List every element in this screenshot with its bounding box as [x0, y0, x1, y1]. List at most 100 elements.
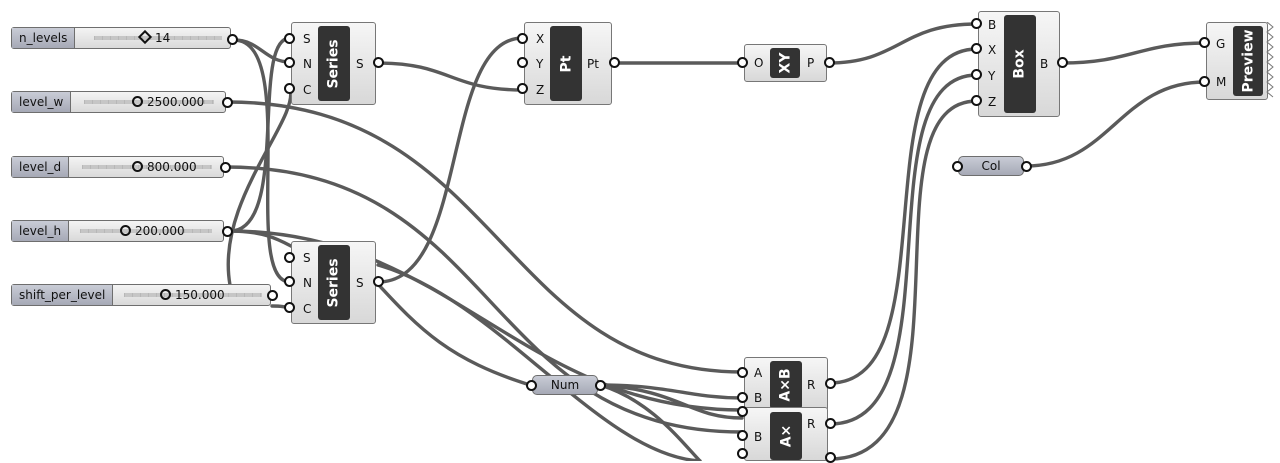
output-grip[interactable]: [1057, 57, 1068, 68]
output-grip[interactable]: [220, 162, 231, 173]
input-port-n[interactable]: N: [303, 276, 312, 290]
input-port-c[interactable]: C: [303, 302, 312, 316]
pt-component[interactable]: Pt X Y Z Pt: [524, 22, 612, 105]
input-grip[interactable]: [284, 276, 295, 287]
component-core[interactable]: Pt: [550, 26, 582, 101]
input-grip[interactable]: [737, 430, 748, 441]
component-core[interactable]: A×: [770, 412, 802, 460]
slider-shift-per-level[interactable]: shift_per_level 150.000: [11, 284, 271, 306]
input-grip[interactable]: [971, 69, 982, 80]
slider-level-h[interactable]: level_h 200.000: [11, 220, 224, 242]
output-grip[interactable]: [609, 57, 620, 68]
slider-knob-icon[interactable]: [132, 161, 143, 172]
input-port-b[interactable]: B: [988, 18, 997, 32]
input-port-z[interactable]: Z: [988, 95, 997, 109]
preview-component[interactable]: Preview G M: [1206, 22, 1268, 100]
input-grip[interactable]: [517, 33, 528, 44]
series-component-bottom[interactable]: Series S N C S: [291, 241, 376, 324]
input-grip[interactable]: [284, 83, 295, 94]
series-component-top[interactable]: Series S N C S: [291, 22, 376, 105]
input-grip[interactable]: [737, 448, 748, 459]
component-core[interactable]: Preview: [1233, 26, 1263, 96]
output-grip[interactable]: [227, 34, 238, 45]
input-grip[interactable]: [971, 95, 982, 106]
slider-level-d[interactable]: level_d 800.000: [11, 156, 224, 178]
input-grip[interactable]: [284, 252, 295, 263]
input-port-y[interactable]: Y: [536, 57, 544, 71]
input-grip[interactable]: [737, 367, 748, 378]
slider-track[interactable]: [80, 229, 212, 233]
output-grip[interactable]: [222, 97, 233, 108]
multiply-component-2[interactable]: A× B R: [744, 407, 828, 461]
slider-knob-icon[interactable]: [132, 96, 143, 107]
input-grip[interactable]: [737, 392, 748, 403]
output-port-s[interactable]: S: [356, 276, 364, 290]
input-port-x[interactable]: X: [536, 32, 545, 46]
input-grip[interactable]: [971, 18, 982, 29]
slider-diamond-icon[interactable]: [137, 29, 153, 45]
slider-knob-icon[interactable]: [160, 289, 171, 300]
slider-knob-icon[interactable]: [120, 225, 131, 236]
input-port-b[interactable]: B: [754, 430, 763, 444]
component-core[interactable]: Series: [318, 26, 350, 101]
input-grip[interactable]: [284, 33, 295, 44]
input-port-s[interactable]: S: [303, 32, 311, 46]
input-grip[interactable]: [517, 83, 528, 94]
num-param[interactable]: Num: [532, 375, 598, 395]
slider-track[interactable]: [84, 100, 214, 104]
slider-value: 2500.000: [132, 92, 204, 112]
output-grip[interactable]: [222, 226, 233, 237]
input-grip[interactable]: [1199, 76, 1210, 87]
input-port-c[interactable]: C: [303, 83, 312, 97]
output-grip[interactable]: [595, 380, 606, 391]
slider-n-levels[interactable]: n_levels 14: [11, 27, 231, 49]
input-grip[interactable]: [971, 43, 982, 54]
output-grip[interactable]: [825, 378, 836, 389]
slider-track[interactable]: [124, 293, 262, 297]
input-port-x[interactable]: X: [988, 43, 997, 57]
input-port-a[interactable]: A: [754, 366, 763, 380]
output-grip[interactable]: [373, 57, 384, 68]
component-core[interactable]: Series: [318, 245, 350, 320]
output-port-p[interactable]: P: [807, 56, 815, 70]
output-port-r[interactable]: R: [807, 378, 816, 392]
input-grip[interactable]: [1199, 37, 1210, 48]
input-grip[interactable]: [952, 161, 963, 172]
wire: [374, 280, 532, 387]
slider-track[interactable]: [94, 36, 222, 40]
multiply-component-1[interactable]: A×B A B R: [744, 357, 828, 411]
slider-track[interactable]: [82, 165, 212, 169]
output-grip[interactable]: [825, 418, 836, 429]
wire: [598, 383, 702, 461]
input-port-m[interactable]: M: [1216, 75, 1227, 89]
input-port-b[interactable]: B: [754, 391, 763, 405]
component-core[interactable]: XY: [770, 48, 800, 78]
output-port-s[interactable]: S: [356, 57, 364, 71]
box-component[interactable]: Box B X Y Z B: [978, 11, 1060, 117]
output-grip[interactable]: [267, 290, 278, 301]
output-port-pt[interactable]: Pt: [587, 57, 599, 71]
output-grip[interactable]: [824, 57, 835, 68]
output-port-r[interactable]: R: [807, 417, 816, 431]
input-port-z[interactable]: Z: [536, 83, 545, 97]
input-grip[interactable]: [284, 302, 295, 313]
component-core[interactable]: Box: [1004, 15, 1036, 113]
input-port-g[interactable]: G: [1216, 37, 1226, 51]
input-port-s[interactable]: S: [303, 251, 311, 265]
output-grip[interactable]: [1021, 161, 1032, 172]
output-port-b[interactable]: B: [1040, 57, 1049, 71]
col-param[interactable]: Col: [958, 156, 1024, 176]
output-grip[interactable]: [373, 276, 384, 287]
output-grip[interactable]: [825, 452, 836, 463]
xy-plane-component[interactable]: XY O P: [744, 44, 827, 82]
input-grip[interactable]: [526, 380, 537, 391]
component-core[interactable]: A×B: [770, 361, 802, 409]
input-port-y[interactable]: Y: [988, 69, 996, 83]
input-grip[interactable]: [737, 57, 748, 68]
slider-level-w[interactable]: level_w 2500.000: [11, 91, 226, 113]
input-port-n[interactable]: N: [303, 57, 312, 71]
input-grip[interactable]: [737, 406, 748, 417]
input-grip[interactable]: [517, 57, 528, 68]
input-port-o[interactable]: O: [754, 56, 764, 70]
input-grip[interactable]: [284, 57, 295, 68]
